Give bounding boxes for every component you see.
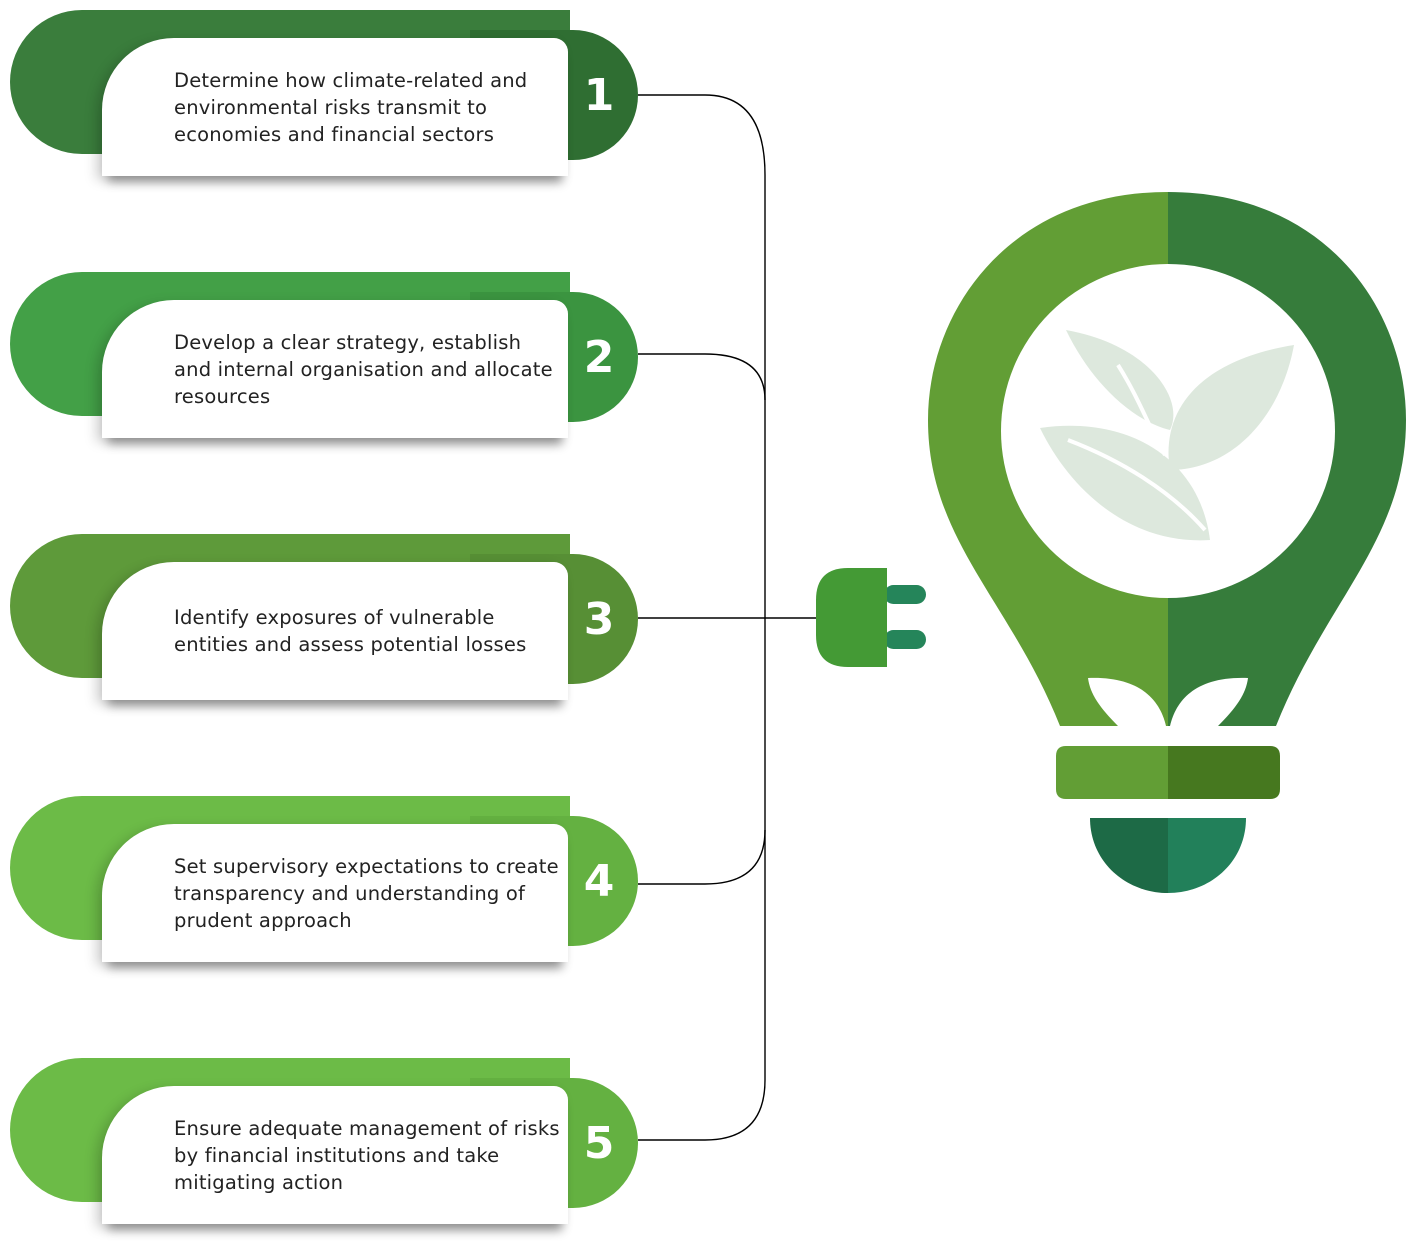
- step-item-3: Identify exposures of vulnerable entitie…: [0, 534, 640, 724]
- step-1-card: Determine how climate-related and enviro…: [102, 38, 568, 176]
- step-2-card: Develop a clear strategy, establish and …: [102, 300, 568, 438]
- connector-lines: [638, 94, 816, 1141]
- sprout-icon: [1088, 677, 1248, 726]
- step-5-number: 5: [583, 1117, 615, 1169]
- leaf-icon: [1040, 330, 1294, 541]
- step-4-number: 4: [583, 855, 615, 907]
- bulb-cap-left: [1090, 818, 1168, 893]
- lightbulb-icon: [928, 192, 1406, 893]
- step-3-card: Identify exposures of vulnerable entitie…: [102, 562, 568, 700]
- connector-line-2: [638, 353, 766, 401]
- connector-line-1: [638, 94, 766, 885]
- step-item-2: Develop a clear strategy, establish and …: [0, 272, 640, 462]
- step-4-card: Set supervisory expectations to create t…: [102, 824, 568, 962]
- step-2-number: 2: [583, 331, 615, 383]
- plug-icon: [816, 568, 926, 667]
- bulb-base-left: [1056, 746, 1168, 799]
- step-5-card: Ensure adequate management of risks by f…: [102, 1086, 568, 1224]
- step-2-text: Develop a clear strategy, establish and …: [174, 330, 553, 408]
- step-5-text: Ensure adequate management of risks by f…: [174, 1116, 560, 1194]
- step-item-4: Set supervisory expectations to create t…: [0, 796, 640, 986]
- connector-line-5: [638, 830, 766, 1141]
- step-1-number: 1: [583, 69, 615, 121]
- step-3-number: 3: [583, 593, 615, 645]
- bulb-base-right: [1168, 746, 1280, 799]
- step-3-text: Identify exposures of vulnerable entitie…: [174, 606, 527, 656]
- step-item-5: Ensure adequate management of risks by f…: [0, 1058, 640, 1248]
- bulb-cap-right: [1168, 818, 1246, 893]
- step-item-1: Determine how climate-related and enviro…: [0, 10, 640, 200]
- step-4-text: Set supervisory expectations to create t…: [174, 854, 559, 932]
- step-1-text: Determine how climate-related and enviro…: [174, 68, 528, 146]
